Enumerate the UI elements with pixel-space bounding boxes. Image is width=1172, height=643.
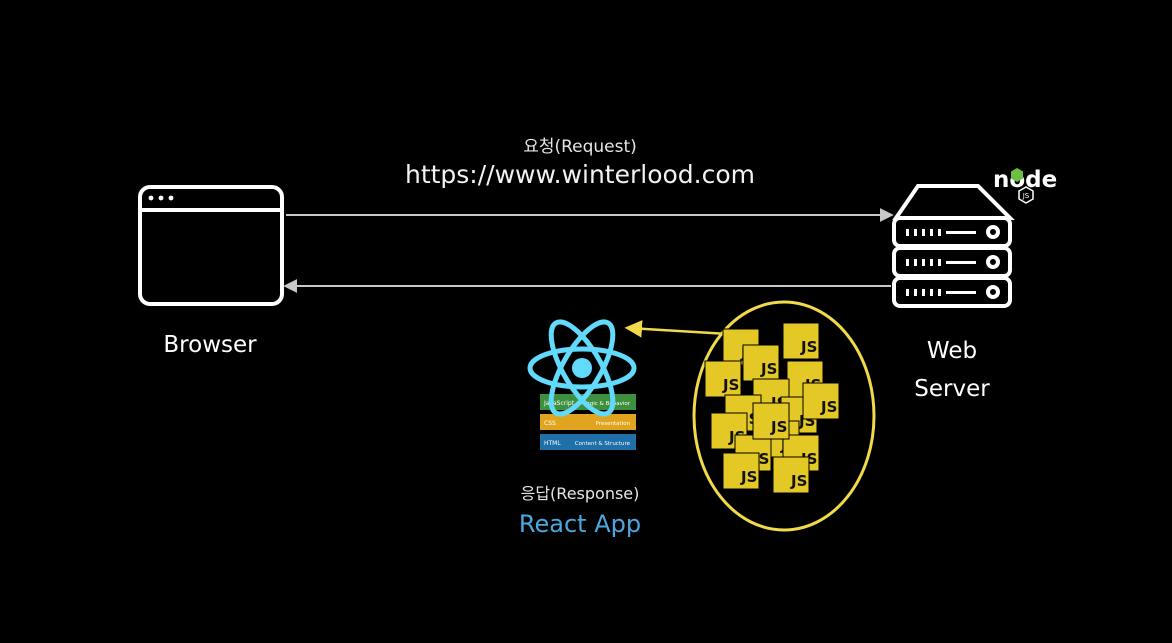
browser-window-icon (138, 185, 284, 306)
request-url: https://www.winterlood.com (404, 160, 756, 189)
js-tile-text: JS (722, 376, 739, 394)
server-rack-icon (892, 184, 1015, 308)
node-wordmark: node (993, 167, 1057, 193)
js-tile-icon: JS (772, 456, 810, 494)
js-tile-text: JS (790, 472, 807, 490)
stack-layer-name: CSS (544, 420, 556, 427)
js-tile-text: JS (740, 468, 757, 486)
js-tile-icon: JS (782, 322, 820, 360)
js-tile-icon: JS (752, 402, 790, 440)
stack-layer-css: CSS Presentation (540, 414, 636, 430)
web-server-label: Web Server (914, 338, 990, 402)
js-tile-text: JS (760, 360, 777, 378)
node-js-badge: JS (1022, 192, 1030, 200)
bundle-arrow (624, 320, 729, 338)
js-tile-icon: JS (722, 452, 760, 490)
js-tile-text: JS (770, 418, 787, 436)
response-label: 응답(Response) (520, 484, 640, 503)
stack-layer-caption: Presentation (595, 421, 630, 427)
js-tile-text: JS (820, 398, 837, 416)
js-bundle: JSJSJSJSJSJSJSJSJSJSJSJSJSJSJSJS (692, 300, 876, 532)
stack-layer-name: HTML (544, 440, 561, 447)
js-tile-text: JS (800, 338, 817, 356)
react-atom-icon (527, 319, 637, 417)
stack-layer-caption: Content & Structure (575, 441, 631, 447)
react-app-label: React App (518, 510, 642, 538)
stack-layer-html: HTML Content & Structure (540, 434, 636, 450)
request-label: 요청(Request) (523, 137, 637, 157)
nodejs-logo: node JS (993, 167, 1057, 204)
js-tile-icon: JS (704, 360, 742, 398)
js-tile-icon: JS (742, 344, 780, 382)
stack-layer-caption: Logic & Behavior (583, 401, 630, 407)
browser-label: Browser (163, 332, 257, 358)
stack-layer-name: JavaScript (543, 400, 575, 407)
js-tile-icon: JS (802, 382, 840, 420)
